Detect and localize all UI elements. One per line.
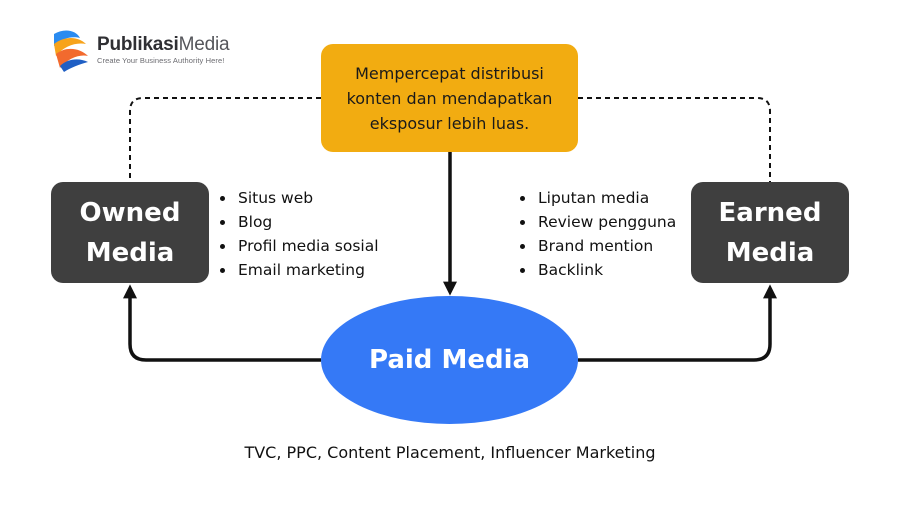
paid-media-ellipse: Paid Media <box>321 296 578 424</box>
owned-media-list: Situs web Blog Profil media sosial Email… <box>218 186 379 282</box>
logo-name-part1: Publikasi <box>97 34 179 55</box>
earned-media-label-line1: Earned <box>718 197 822 228</box>
top-benefit-text: Mempercepat distribusi konten dan mendap… <box>346 63 553 133</box>
paid-media-label: Paid Media <box>368 345 531 375</box>
list-item: Situs web <box>218 186 379 210</box>
list-item: Liputan media <box>518 186 676 210</box>
logo: PublikasiMedia Create Your Business Auth… <box>50 28 230 72</box>
dashed-connector-left <box>129 97 321 182</box>
logo-tagline: Create Your Business Authority Here! <box>97 56 225 65</box>
owned-media-label-line1: Owned <box>79 197 181 228</box>
paid-media-caption: TVC, PPC, Content Placement, Influencer … <box>244 443 656 462</box>
earned-media-label-line2: Media <box>725 237 815 268</box>
logo-name: PublikasiMedia <box>97 34 230 55</box>
dashed-connector-right <box>578 97 771 182</box>
list-item: Brand mention <box>518 234 676 258</box>
list-item: Backlink <box>518 258 676 282</box>
list-item: Email marketing <box>218 258 379 282</box>
arrow-to-owned-media <box>123 284 321 362</box>
arrow-to-earned-media <box>578 284 777 362</box>
list-item: Blog <box>218 210 379 234</box>
owned-media-label-line2: Media <box>85 237 175 268</box>
earned-media-list: Liputan media Review pengguna Brand ment… <box>518 186 676 282</box>
owned-media-box: Owned Media <box>51 182 209 283</box>
logo-name-part2: Media <box>178 34 230 55</box>
earned-media-box: Earned Media <box>691 182 849 283</box>
list-item: Profil media sosial <box>218 234 379 258</box>
list-item: Review pengguna <box>518 210 676 234</box>
top-benefit-box: Mempercepat distribusi konten dan mendap… <box>321 44 578 152</box>
publikasi-media-logo-icon <box>54 30 88 72</box>
